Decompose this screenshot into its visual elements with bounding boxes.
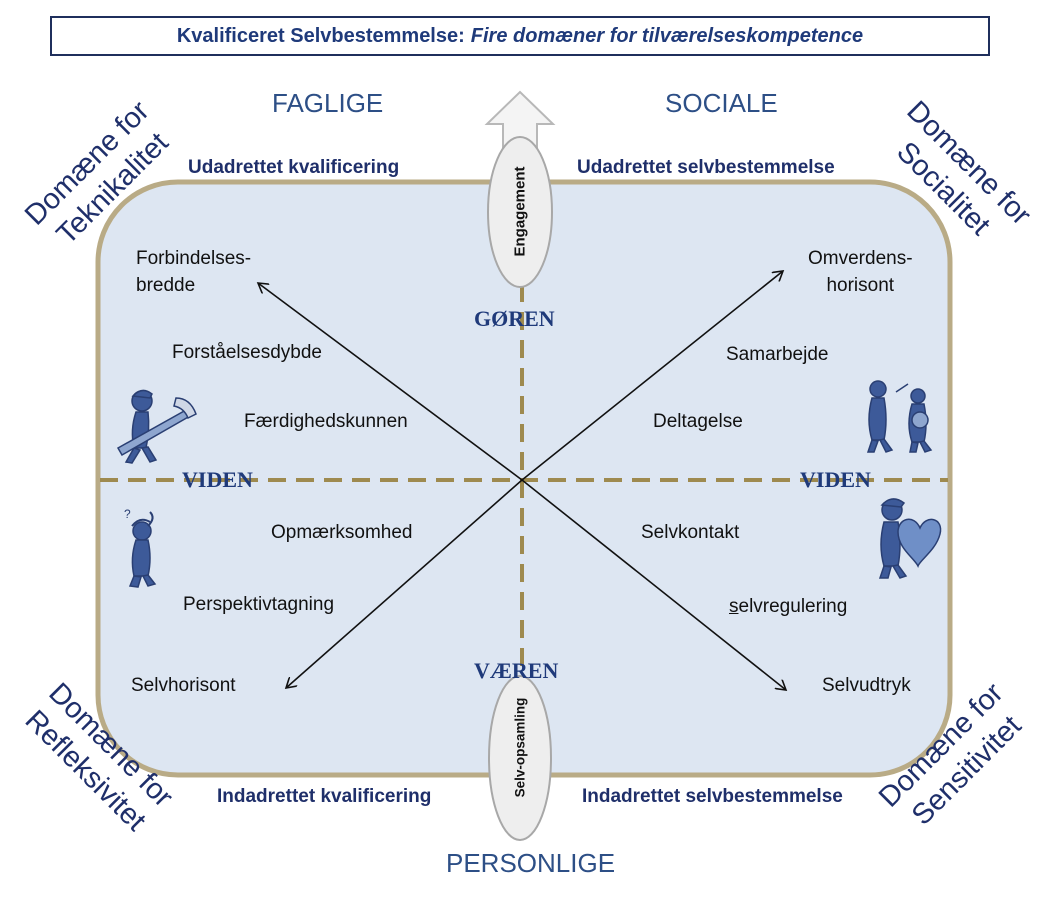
header-personlige: PERSONLIGE bbox=[446, 848, 616, 878]
edge-indadrettet-kvalificering: Indadrettet kvalificering bbox=[217, 786, 432, 807]
heart-person-icon bbox=[878, 498, 942, 579]
item-selvregulering-first-letter: s bbox=[729, 596, 739, 617]
item-selvregulering: selvregulering bbox=[729, 593, 847, 620]
arrow-to-forbindelsesbredde bbox=[258, 283, 523, 481]
axis-label-viden-right: VIDEN bbox=[800, 467, 871, 492]
item-forstaaelsesdybde: Forståelsesdybde bbox=[172, 342, 322, 363]
item-selvudtryk: Selvudtryk bbox=[822, 675, 911, 696]
selv-opsamling-oval bbox=[488, 675, 552, 841]
thinking-person-icon: ? bbox=[124, 507, 157, 588]
item-forbindelsesbredde-line1: Forbindelses- bbox=[136, 248, 252, 269]
header-faglige: FAGLIGE bbox=[272, 88, 384, 118]
item-samarbejde: Samarbejde bbox=[726, 344, 829, 365]
axis-label-goeren: GØREN bbox=[474, 306, 555, 331]
item-omverdenshorisont-line1: Omverdens- bbox=[808, 248, 913, 269]
oval-label-engagement: Engagement bbox=[511, 166, 529, 257]
hammer-person-icon bbox=[116, 389, 197, 464]
item-omverdenshorisont: Omverdens- horisont bbox=[808, 245, 913, 299]
item-omverdenshorisont-line2: horisont bbox=[826, 275, 895, 296]
arrow-to-selvhorisont bbox=[286, 479, 523, 688]
arrow-to-omverdenshorisont bbox=[521, 271, 783, 481]
edge-indadrettet-selvbestemmelse: Indadrettet selvbestemmelse bbox=[582, 786, 843, 807]
item-deltagelse: Deltagelse bbox=[653, 411, 743, 432]
engagement-oval bbox=[487, 136, 553, 288]
item-perspektivtagning: Perspektivtagning bbox=[183, 594, 335, 615]
title-box: Kvalificeret Selvbestemmelse: Fire domæn… bbox=[50, 16, 990, 56]
edge-udadrettet-kvalificering: Udadrettet kvalificering bbox=[188, 157, 400, 178]
axis-label-viden-left: VIDEN bbox=[182, 467, 253, 492]
item-faerdighedskunnen: Færdighedskunnen bbox=[244, 411, 408, 432]
item-forbindelsesbredde: Forbindelses- bredde bbox=[136, 245, 251, 299]
item-forbindelsesbredde-line2: bredde bbox=[136, 275, 196, 296]
arrow-to-selvudtryk bbox=[521, 479, 786, 690]
header-sociale: SOCIALE bbox=[665, 88, 778, 118]
title-bold: Kvalificeret Selvbestemmelse: bbox=[176, 24, 465, 47]
svg-text:?: ? bbox=[124, 507, 131, 521]
item-opmaerksomhed: Opmærksomhed bbox=[271, 522, 413, 543]
oval-label-selv-opsamling: Selv-opsamling bbox=[512, 697, 528, 798]
item-selvkontakt: Selvkontakt bbox=[641, 522, 740, 543]
title-italic: Fire domæner for tilværelseskompetence bbox=[470, 24, 864, 47]
item-selvregulering-rest: elvregulering bbox=[738, 596, 848, 617]
social-persons-icon bbox=[866, 380, 933, 453]
item-selvhorisont: Selvhorisont bbox=[131, 675, 236, 696]
edge-udadrettet-selvbestemmelse: Udadrettet selvbestemmelse bbox=[577, 157, 835, 178]
axis-label-vaeren: VÆREN bbox=[474, 658, 559, 683]
